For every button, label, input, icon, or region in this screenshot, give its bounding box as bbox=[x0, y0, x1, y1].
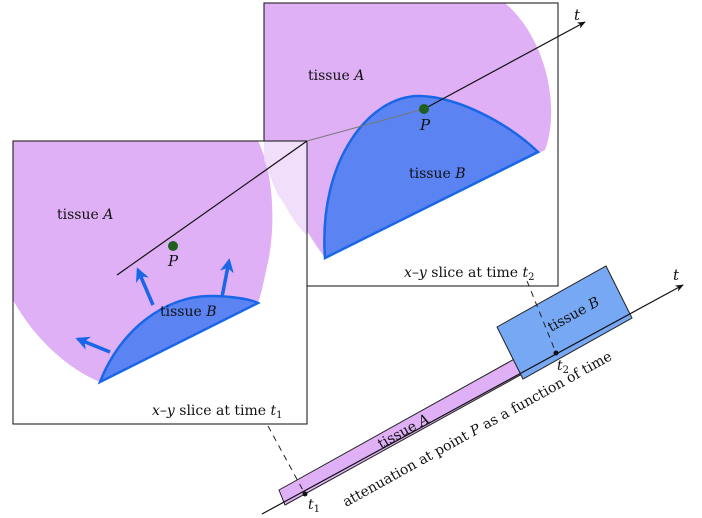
slice-back: tissue A tissue B x–y slice at time t2 bbox=[263, 2, 559, 287]
timeline-axis bbox=[261, 284, 684, 515]
slice-front: tissue A tissue B x–y slice at time t1 bbox=[12, 140, 308, 425]
timeline-tick-t2-label: t2 bbox=[557, 358, 569, 376]
slice-back-tissue-a-label: tissue A bbox=[308, 68, 364, 84]
growth-arrow-left bbox=[75, 336, 111, 354]
time-axis-line-top bbox=[423, 21, 586, 110]
timeline-tick-t1 bbox=[302, 491, 308, 497]
slice-back-tissue-b-label: tissue B bbox=[409, 166, 466, 182]
slice-back-point-p-label: P bbox=[419, 116, 431, 134]
slice-front-caption: x–y slice at time t1 bbox=[152, 403, 283, 421]
timeline-segment-tissue-b bbox=[496, 265, 633, 380]
slice-front-point-p-label: P bbox=[167, 252, 179, 270]
time-axis-line-back bbox=[306, 108, 425, 142]
timeline-tick-t2 bbox=[553, 350, 559, 356]
timeline: t t1 t2 tissue A tissue B attenuation at… bbox=[261, 265, 684, 515]
slice-front-tissue-b-region bbox=[97, 294, 261, 385]
timeline-axis-label: t bbox=[673, 266, 680, 284]
slice-front-frame bbox=[12, 140, 308, 425]
slice-front-tissue-a-label: tissue A bbox=[57, 207, 113, 223]
time-axis: t bbox=[116, 6, 586, 276]
overlap-highlight bbox=[264, 141, 307, 235]
projection-line-t2 bbox=[526, 280, 557, 354]
timeline-tick-t1-label: t1 bbox=[308, 497, 320, 515]
slice-front-point-p bbox=[168, 241, 178, 251]
slice-front-tissue-b-label: tissue B bbox=[160, 304, 217, 320]
slice-back-caption: x–y slice at time t2 bbox=[404, 265, 535, 283]
slice-back-point-p bbox=[419, 104, 429, 114]
slice-back-tissue-b-region bbox=[323, 94, 541, 260]
time-axis-label: t bbox=[574, 6, 581, 24]
time-axis-line-front bbox=[116, 140, 308, 276]
growth-arrow-middle bbox=[135, 267, 155, 306]
projection-line-t1 bbox=[267, 425, 306, 495]
timeline-caption: attenuation at point P as a function of … bbox=[340, 349, 615, 511]
growth-arrow-right bbox=[219, 258, 234, 298]
